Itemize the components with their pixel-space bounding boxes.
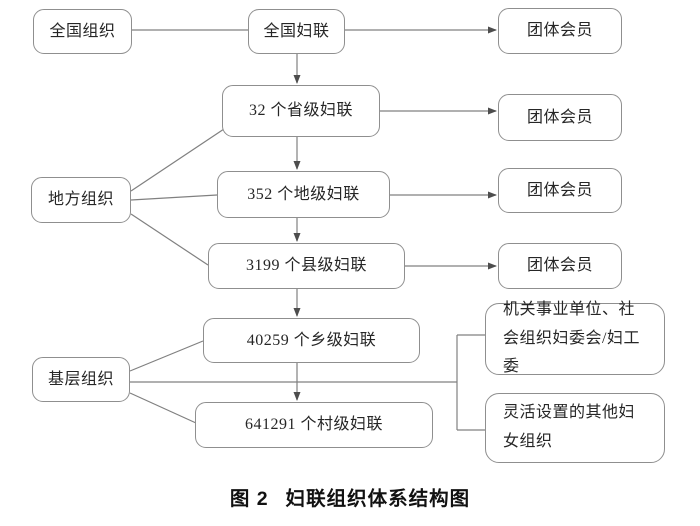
- node-group-member-4: 团体会员: [498, 243, 622, 289]
- node-national-org: 全国组织: [33, 9, 132, 54]
- edge-local-org-to-provincial: [130, 128, 225, 192]
- edge-grassroots-to-village: [129, 392, 197, 424]
- node-grassroots-org: 基层组织: [32, 357, 130, 402]
- node-unit-committees: 机关事业单位、社会组织妇委会/妇工委: [485, 301, 665, 375]
- node-flexible-orgs: 灵活设置的其他妇女组织: [485, 393, 665, 463]
- node-county-federations: 3199 个县级妇联: [208, 243, 405, 289]
- edge-local-org-to-prefecture: [130, 194, 218, 201]
- figure-caption-number: 图 2: [229, 488, 269, 510]
- node-group-member-2: 团体会员: [498, 94, 622, 141]
- node-township-federations: 40259 个乡级妇联: [203, 318, 420, 363]
- figure-caption: 图 2 妇联组织体系结构图: [0, 482, 700, 511]
- node-prefecture-federations: 352 个地级妇联: [217, 171, 390, 218]
- edge-local-org-to-county: [130, 213, 209, 266]
- node-group-member-3: 团体会员: [498, 168, 622, 213]
- node-village-federations: 641291 个村级妇联: [195, 402, 433, 448]
- node-local-org: 地方组织: [31, 177, 131, 223]
- node-group-member-1: 团体会员: [498, 8, 622, 54]
- node-national-federation: 全国妇联: [248, 9, 345, 54]
- node-provincial-federations: 32 个省级妇联: [222, 85, 380, 137]
- edge-grassroots-to-township: [129, 340, 204, 372]
- figure-caption-title: 妇联组织体系结构图: [285, 488, 471, 510]
